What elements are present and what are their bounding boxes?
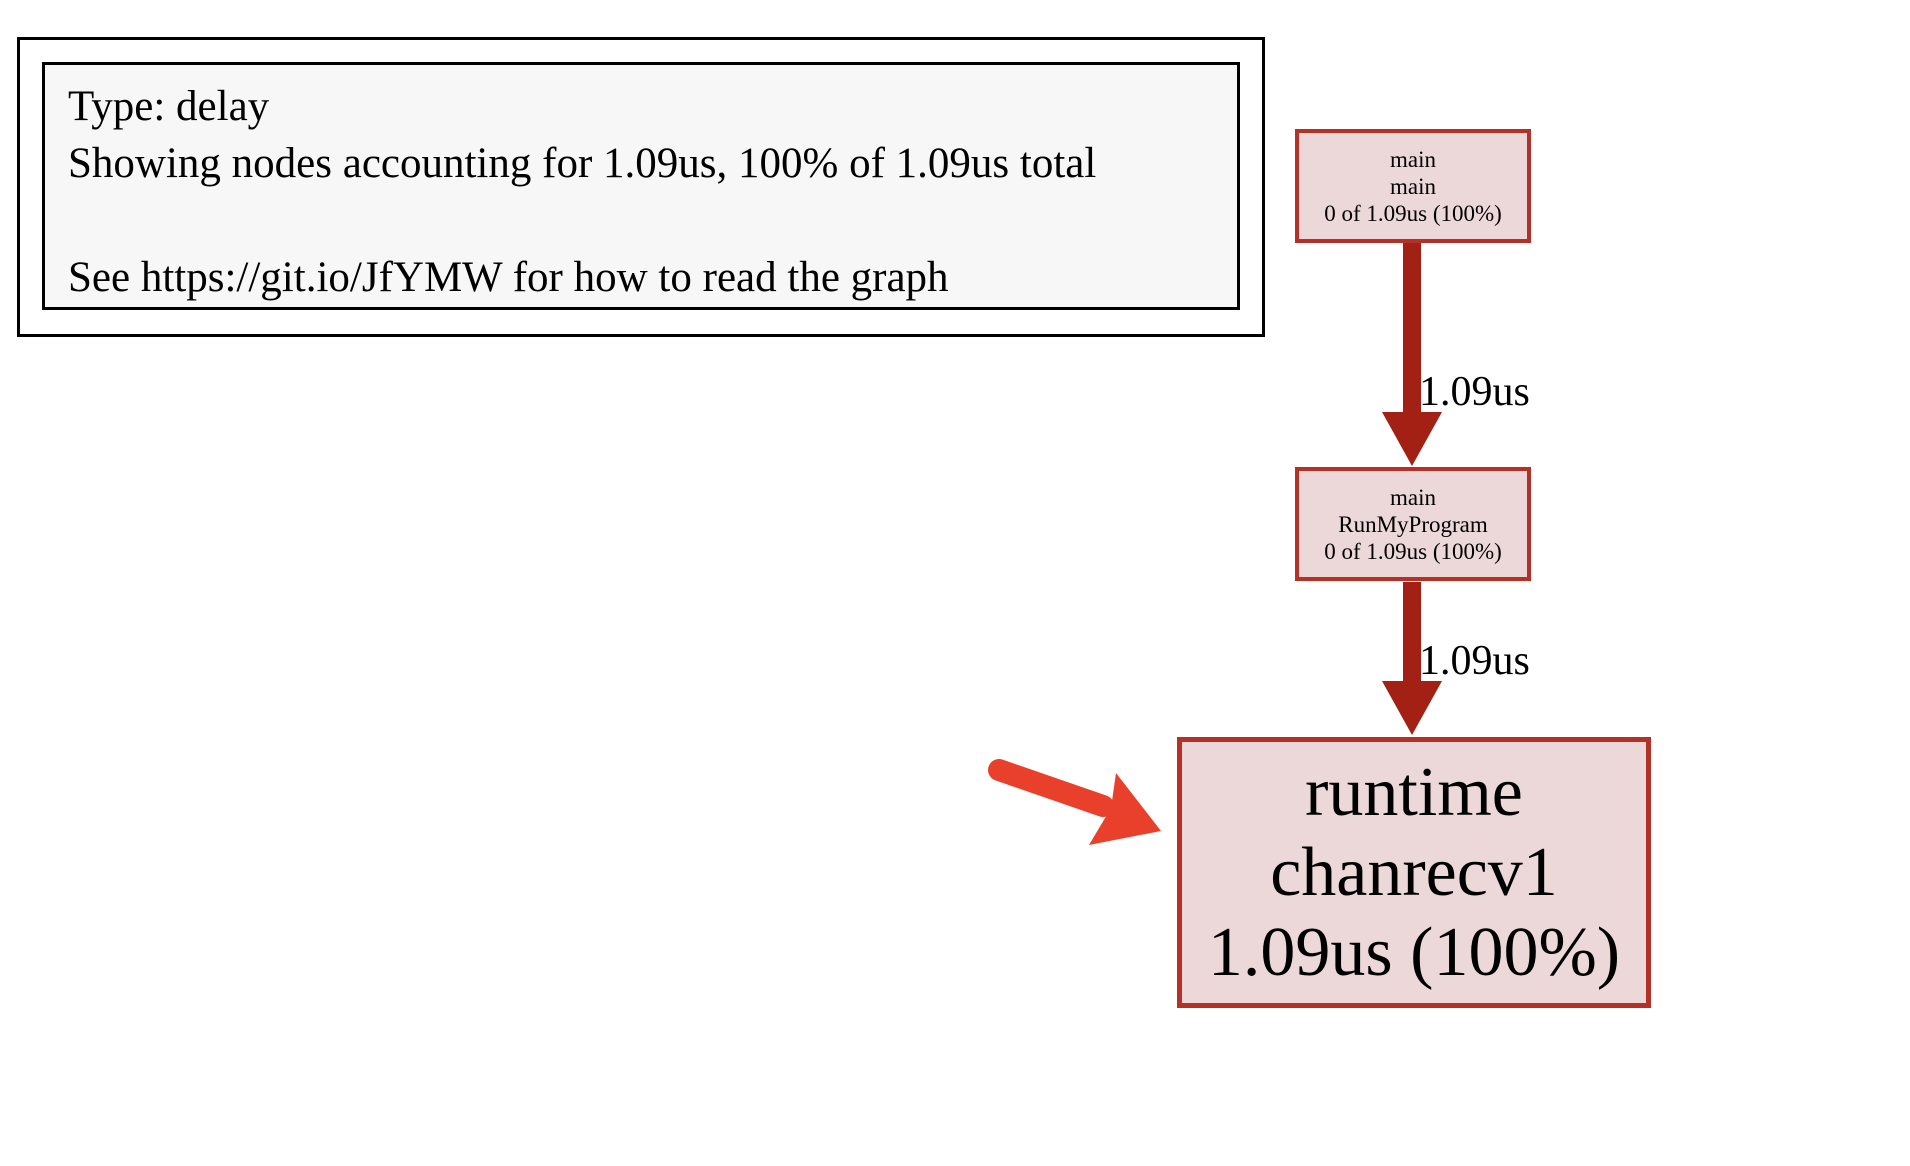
edge-weight-label: 1.09us [1419, 369, 1530, 415]
node-value: 1.09us (100%) [1207, 913, 1621, 991]
node-runtime-chanrecv1[interactable]: runtime chanrecv1 1.09us (100%) [1177, 737, 1651, 1008]
edge-arrowhead-icon [1382, 412, 1442, 466]
node-value: 0 of 1.09us (100%) [1324, 200, 1502, 226]
node-main-main[interactable]: main main 0 of 1.09us (100%) [1295, 129, 1531, 243]
annotation-arrowhead [1089, 773, 1161, 845]
node-main-runmyprogram[interactable]: main RunMyProgram 0 of 1.09us (100%) [1295, 467, 1531, 581]
node-package: main [1390, 146, 1436, 172]
annotation-arrow-shaft [988, 759, 1114, 817]
legend-line-showing: Showing nodes accounting for 1.09us, 100… [68, 140, 1097, 187]
annotation-arrow-icon [988, 759, 1161, 845]
legend-line-type: Type: delay [68, 83, 270, 130]
edge-arrowhead-icon [1382, 681, 1442, 735]
edge-main-to-runmyprogram [1382, 243, 1442, 466]
legend-line-help: See https://git.io/JfYMW for how to read… [68, 254, 949, 301]
node-function: RunMyProgram [1338, 511, 1488, 537]
legend-line-blank [68, 192, 1227, 249]
node-function: chanrecv1 [1270, 833, 1558, 911]
node-package: main [1390, 484, 1436, 510]
legend-outer-box: Type: delay Showing nodes accounting for… [17, 37, 1265, 337]
node-value: 0 of 1.09us (100%) [1324, 538, 1502, 564]
edge-weight-label: 1.09us [1419, 638, 1530, 684]
node-package: runtime [1305, 753, 1523, 831]
node-function: main [1390, 173, 1436, 199]
legend-box: Type: delay Showing nodes accounting for… [42, 62, 1240, 310]
